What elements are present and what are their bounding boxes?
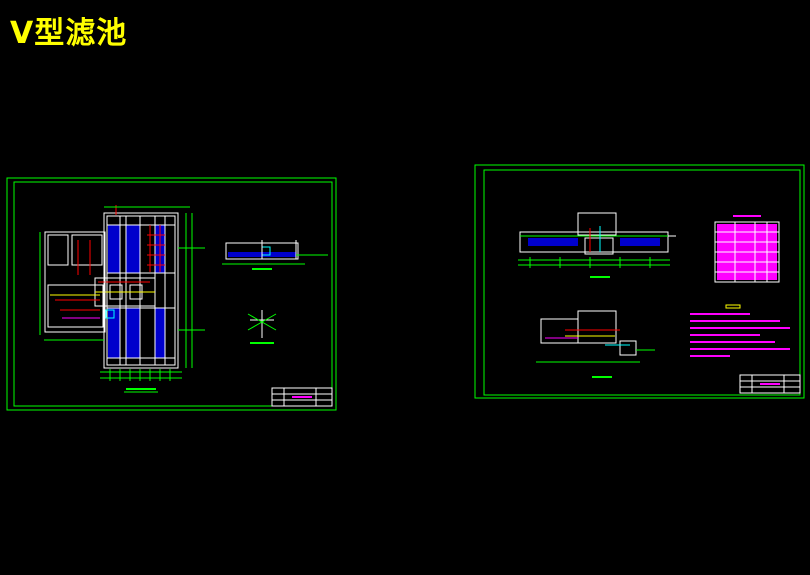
small-section-view xyxy=(222,240,328,270)
node-detail-view xyxy=(247,310,277,344)
equipment-table xyxy=(714,215,780,283)
left-title-block xyxy=(271,387,333,407)
drawing-title: V型滤池 xyxy=(10,16,128,51)
right-drawing-sheet xyxy=(474,164,805,399)
filter-plan-view xyxy=(39,205,205,393)
longitudinal-section-view xyxy=(518,212,676,278)
notes-block xyxy=(690,304,790,357)
cross-section-view xyxy=(536,310,655,378)
right-title-block xyxy=(739,374,801,394)
left-drawing-sheet xyxy=(6,177,337,411)
